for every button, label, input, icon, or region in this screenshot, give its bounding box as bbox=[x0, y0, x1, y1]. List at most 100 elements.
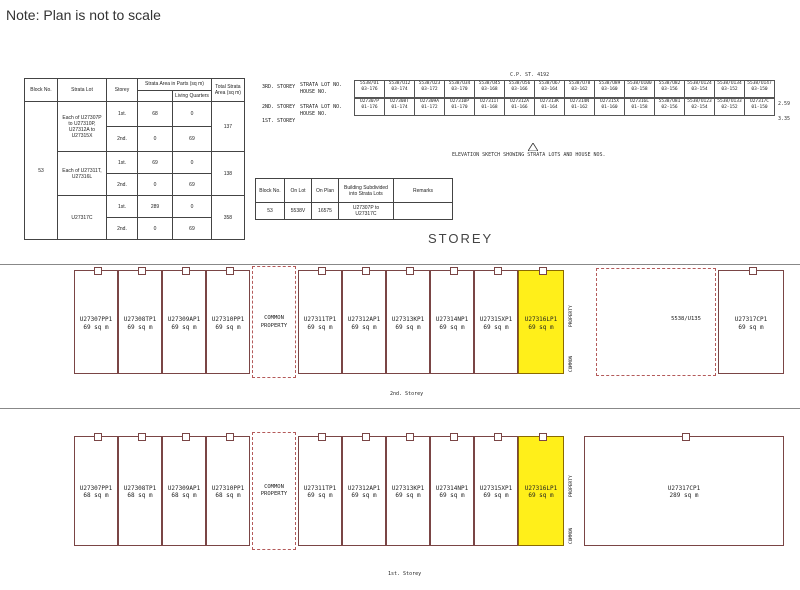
cell: 0 bbox=[137, 126, 173, 152]
elev-house: 01-162 bbox=[571, 105, 588, 111]
cell: 2nd. bbox=[106, 126, 138, 152]
unit-text: 69 sq m bbox=[738, 323, 764, 331]
unit-text: 289 sq m bbox=[669, 492, 699, 500]
sub-lot-3: STRATA LOT NO. bbox=[300, 82, 343, 88]
elev-lot: U27312A bbox=[510, 99, 529, 104]
dim-1: 2.59 bbox=[778, 101, 791, 107]
wall-marker bbox=[539, 433, 547, 441]
th-total-area: Total Strata Area (sq m) bbox=[210, 78, 245, 102]
elev-lot: 5538/U1 bbox=[360, 81, 379, 86]
unit-text: 69 sq m bbox=[439, 323, 465, 331]
plan-note: Note: Plan is not to scale bbox=[6, 7, 161, 23]
elev-lot: 5538/U67 bbox=[538, 81, 561, 86]
wall-marker bbox=[450, 267, 458, 275]
wall-marker bbox=[749, 267, 757, 275]
elev-lot: U27315X bbox=[600, 99, 619, 104]
wall-marker bbox=[182, 433, 190, 441]
td: 5538V bbox=[284, 202, 312, 220]
neighbour-lot: 5538/U135 bbox=[596, 268, 716, 376]
unit-text: 69 sq m bbox=[127, 323, 153, 331]
unit-text: 69 sq m bbox=[307, 492, 333, 500]
common-vertical-label: COMMON bbox=[569, 355, 574, 372]
unit-text: 68 sq m bbox=[215, 492, 241, 500]
row-1st: 1ST. STOREY bbox=[262, 118, 296, 124]
td: 16575 bbox=[311, 202, 339, 220]
common-label: COMMON PROPERTY bbox=[260, 484, 288, 498]
unit-text: U27310PP1 bbox=[211, 484, 245, 492]
elev-house: 03-164 bbox=[541, 87, 558, 93]
elev-lot: 5538/U133 bbox=[717, 99, 742, 104]
unit-text: U27310PP1 bbox=[211, 315, 245, 323]
th-block-no: Block No. bbox=[24, 78, 58, 102]
wall-marker bbox=[226, 267, 234, 275]
plan2-caption: 2nd. Storey bbox=[390, 391, 424, 397]
elev-house: 03-170 bbox=[451, 87, 468, 93]
elev-lot: 5538/U123 bbox=[687, 99, 712, 104]
cell: 1st. bbox=[106, 151, 138, 174]
elev-lot: U27310P bbox=[450, 99, 469, 104]
elev-lot: U27308T bbox=[390, 99, 409, 104]
unit-text: U27313KP1 bbox=[391, 484, 425, 492]
elev-house: 03-156 bbox=[661, 87, 678, 93]
td: U27307P to U27317C bbox=[338, 202, 394, 220]
wall-marker bbox=[94, 433, 102, 441]
cell-total-2: 138 bbox=[210, 151, 245, 196]
unit-text: U27309AP1 bbox=[167, 315, 201, 323]
cell-total-1: 137 bbox=[210, 101, 245, 152]
common-property: COMMON PROPERTY bbox=[252, 432, 296, 550]
elev-house: 03-172 bbox=[421, 87, 438, 93]
elev-lot: 5538/U89 bbox=[598, 81, 621, 86]
wall-marker bbox=[318, 267, 326, 275]
cell: 68 bbox=[137, 101, 173, 127]
cell: 0 bbox=[172, 151, 212, 174]
common-property: COMMON PROPERTY bbox=[252, 266, 296, 378]
common-label: COMMON PROPERTY bbox=[260, 315, 288, 329]
wall-marker bbox=[182, 267, 190, 275]
unit-text: U27314NP1 bbox=[435, 315, 469, 323]
unit-text: 69 sq m bbox=[528, 323, 554, 331]
sub-house-3: HOUSE NO. bbox=[300, 89, 328, 95]
elev-house: 03-160 bbox=[601, 87, 618, 93]
th: On Lot bbox=[284, 178, 312, 203]
plan1-caption: 1st. Storey bbox=[388, 571, 422, 577]
elev-house: 01-150 bbox=[751, 105, 768, 111]
elev-lot: 5538/U56 bbox=[508, 81, 531, 86]
cell: 69 bbox=[172, 217, 212, 240]
unit-text: U27317CP1 bbox=[734, 315, 768, 323]
elev-lot: U27311T bbox=[480, 99, 499, 104]
cell: 2nd. bbox=[106, 217, 138, 240]
wall-marker bbox=[362, 267, 370, 275]
wall-marker bbox=[94, 267, 102, 275]
wall-marker bbox=[226, 433, 234, 441]
wall-marker bbox=[362, 433, 370, 441]
row-2nd: 2ND. STOREY bbox=[262, 104, 296, 110]
unit-text: 68 sq m bbox=[171, 492, 197, 500]
elev-lot: 5538/U78 bbox=[568, 81, 591, 86]
strata-area-table: Block No. Strata Lot Storey Strata Area … bbox=[24, 78, 245, 240]
